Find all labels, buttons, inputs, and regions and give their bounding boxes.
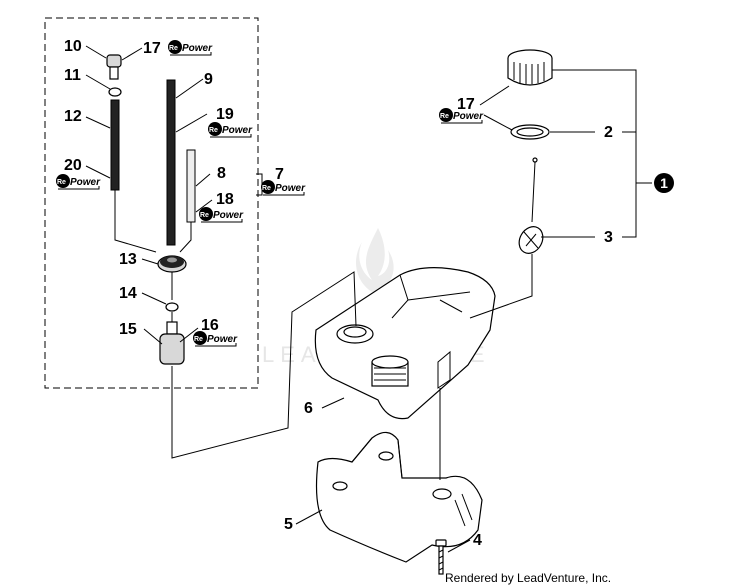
callout-7[interactable]: 7 (275, 166, 284, 183)
part-4-screw[interactable] (435, 539, 447, 575)
svg-text:Re: Re (169, 45, 178, 52)
part-3-strap[interactable] (514, 157, 547, 258)
repower-badge-18: Re Power (199, 207, 244, 223)
svg-text:Re: Re (209, 127, 218, 134)
kit-boundary (44, 17, 259, 389)
part-11-o-ring[interactable] (108, 87, 122, 97)
leader-lines (85, 45, 652, 553)
repower-badge-17b: Re Power (439, 108, 484, 124)
callout-3[interactable]: 3 (604, 229, 613, 246)
repower-badge-7: Re Power (261, 180, 306, 196)
svg-text:Power: Power (213, 210, 244, 221)
svg-text:Power: Power (453, 111, 484, 122)
svg-text:Power: Power (222, 125, 253, 136)
callout-10[interactable]: 10 (64, 38, 82, 55)
part-2-gasket[interactable] (510, 124, 550, 140)
part-12-fuel-line[interactable] (110, 99, 120, 191)
repower-badge-17a: Re Power (168, 40, 213, 56)
svg-text:Re: Re (194, 336, 203, 343)
callout-13[interactable]: 13 (119, 251, 137, 268)
svg-text:Power: Power (70, 177, 101, 188)
callout-15[interactable]: 15 (119, 321, 137, 338)
svg-text:1: 1 (660, 175, 668, 191)
part-14-o-ring[interactable] (165, 302, 179, 312)
callout-8[interactable]: 8 (217, 165, 226, 182)
callout-18[interactable]: 18 (216, 191, 234, 208)
part-cap[interactable] (507, 49, 553, 86)
callout-5[interactable]: 5 (284, 516, 293, 533)
callout-17b[interactable]: 17 (457, 96, 475, 113)
svg-text:Power: Power (182, 43, 213, 54)
part-13-grommet[interactable] (157, 255, 187, 273)
svg-text:Power: Power (275, 183, 306, 194)
callout-20[interactable]: 20 (64, 157, 82, 174)
repower-badge-19: Re Power (208, 122, 253, 138)
svg-text:Re: Re (200, 212, 209, 219)
svg-text:Re: Re (440, 113, 449, 120)
repower-badge-20: Re Power (56, 174, 101, 190)
credit-text: Rendered by LeadVenture, Inc. (445, 571, 611, 585)
callout-12[interactable]: 12 (64, 108, 82, 125)
part-6-fuel-tank[interactable] (314, 267, 496, 420)
repower-badge-16: Re Power (193, 331, 238, 347)
callout-2[interactable]: 2 (604, 124, 613, 141)
part-8-vent-line[interactable] (186, 149, 196, 223)
part-9-fuel-line[interactable] (166, 79, 176, 246)
part-15-fuel-filter[interactable] (159, 321, 185, 365)
callout-17a[interactable]: 17 (143, 40, 161, 57)
callout-16[interactable]: 16 (201, 317, 219, 334)
callout-14[interactable]: 14 (119, 285, 137, 302)
svg-text:Power: Power (207, 334, 238, 345)
callout-11[interactable]: 11 (64, 67, 81, 84)
part-10-valve[interactable] (106, 54, 122, 80)
svg-text:Re: Re (57, 179, 66, 186)
callout-19[interactable]: 19 (216, 106, 234, 123)
callout-1[interactable]: 1 (654, 173, 674, 193)
callout-6[interactable]: 6 (304, 400, 313, 417)
part-5-tank-guard[interactable] (315, 431, 483, 563)
svg-text:Re: Re (262, 185, 271, 192)
callout-4[interactable]: 4 (473, 532, 482, 549)
callout-9[interactable]: 9 (204, 71, 213, 88)
